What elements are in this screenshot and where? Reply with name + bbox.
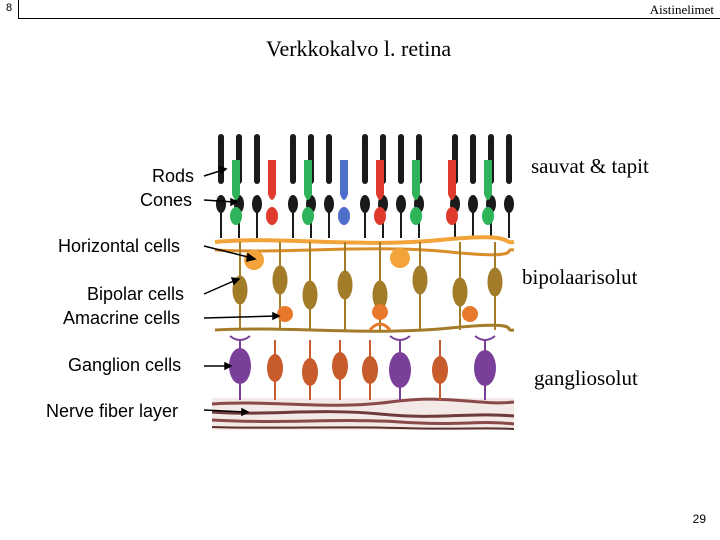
retina-diagram: Rods Cones Horizontal cells Bipolar cell… xyxy=(40,130,520,435)
slide-title: Verkkokalvo l. retina xyxy=(266,36,452,61)
header-topic: Aistinelimet xyxy=(649,2,714,17)
bipolar-cell-layer xyxy=(232,242,503,330)
page-number: 29 xyxy=(692,512,706,526)
label-cones: Cones xyxy=(140,190,193,210)
nerve-fiber-layer xyxy=(211,397,515,430)
label-arrows xyxy=(203,165,281,417)
label-amacrine-cells: Amacrine cells xyxy=(63,308,181,328)
ganglion-cell-layer xyxy=(229,335,496,400)
amacrine-cell-layer xyxy=(214,304,515,333)
label-nerve-fiber-layer: Nerve fiber layer xyxy=(46,401,179,421)
label-rods: Rods xyxy=(152,166,195,186)
label-ganglion-cells: Ganglion cells xyxy=(68,355,182,375)
horizontal-cell-layer xyxy=(214,235,515,270)
annotation-ganglion: gangliosolut xyxy=(534,366,638,390)
annotation-bipolar: bipolaarisolut xyxy=(522,265,638,289)
annotation-rods-cones: sauvat & tapit xyxy=(531,154,649,178)
label-bipolar-cells: Bipolar cells xyxy=(87,284,185,304)
retina-illustration xyxy=(203,134,515,430)
frame-left-rule xyxy=(18,0,19,18)
photoreceptor-row xyxy=(216,134,514,238)
slide-number: 8 xyxy=(5,2,13,14)
frame-top-rule xyxy=(18,18,720,19)
label-horizontal-cells: Horizontal cells xyxy=(58,236,181,256)
